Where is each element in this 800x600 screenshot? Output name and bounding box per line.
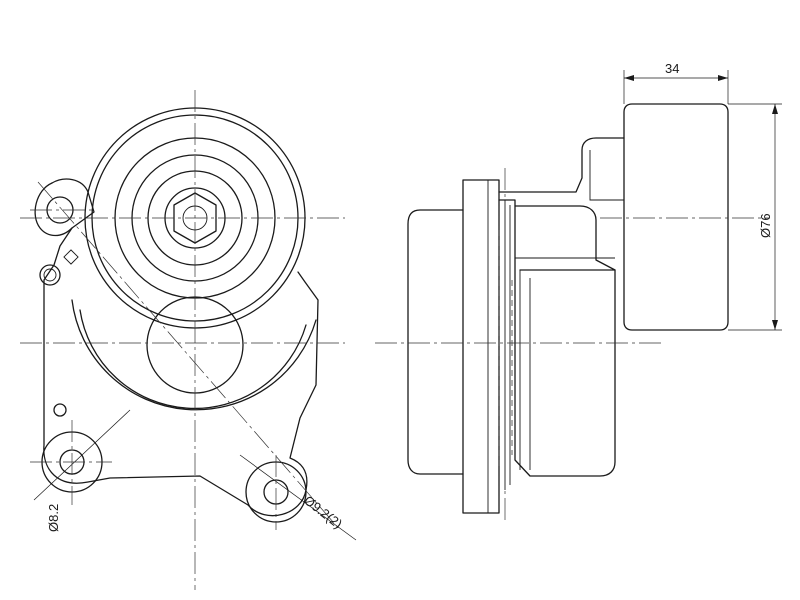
bracket-left-lobe [34, 182, 73, 237]
right-hole-leader [239, 454, 357, 541]
flange-plate [462, 179, 500, 514]
dim-34-arrow-left [624, 75, 634, 81]
pulley-side [623, 103, 729, 331]
left-hole-leader [33, 409, 131, 501]
arm-inner-arc [79, 309, 307, 410]
housing-body [407, 209, 464, 475]
side-view: 34 Ø76 [375, 61, 782, 520]
locating-pin-inner [43, 268, 57, 282]
tension-arm-edge [589, 150, 624, 201]
spring-housing [498, 199, 616, 477]
dim-34-arrow-right [718, 75, 728, 81]
right-bolt-hole-diameter-label: Ø9.2(2) [301, 493, 345, 532]
tension-arm [498, 137, 625, 193]
tension-arm-lower [514, 205, 616, 271]
diameter-dimension-label: Ø76 [758, 213, 773, 238]
dim-76-arrow-bottom [772, 320, 778, 330]
front-view: Ø8.2 Ø9.2(2) [20, 90, 357, 590]
tab-feature [63, 249, 79, 265]
spring-housing-window [146, 296, 244, 394]
dim-76-arrow-top [772, 104, 778, 114]
front-diagonal-centerline [37, 181, 341, 531]
width-dimension-label: 34 [665, 61, 679, 76]
arm-outer-arc [71, 299, 317, 411]
left-bolt-hole-diameter-label: Ø8.2 [46, 504, 61, 532]
small-locating-hole [53, 403, 67, 417]
locating-pin-outer [39, 264, 61, 286]
